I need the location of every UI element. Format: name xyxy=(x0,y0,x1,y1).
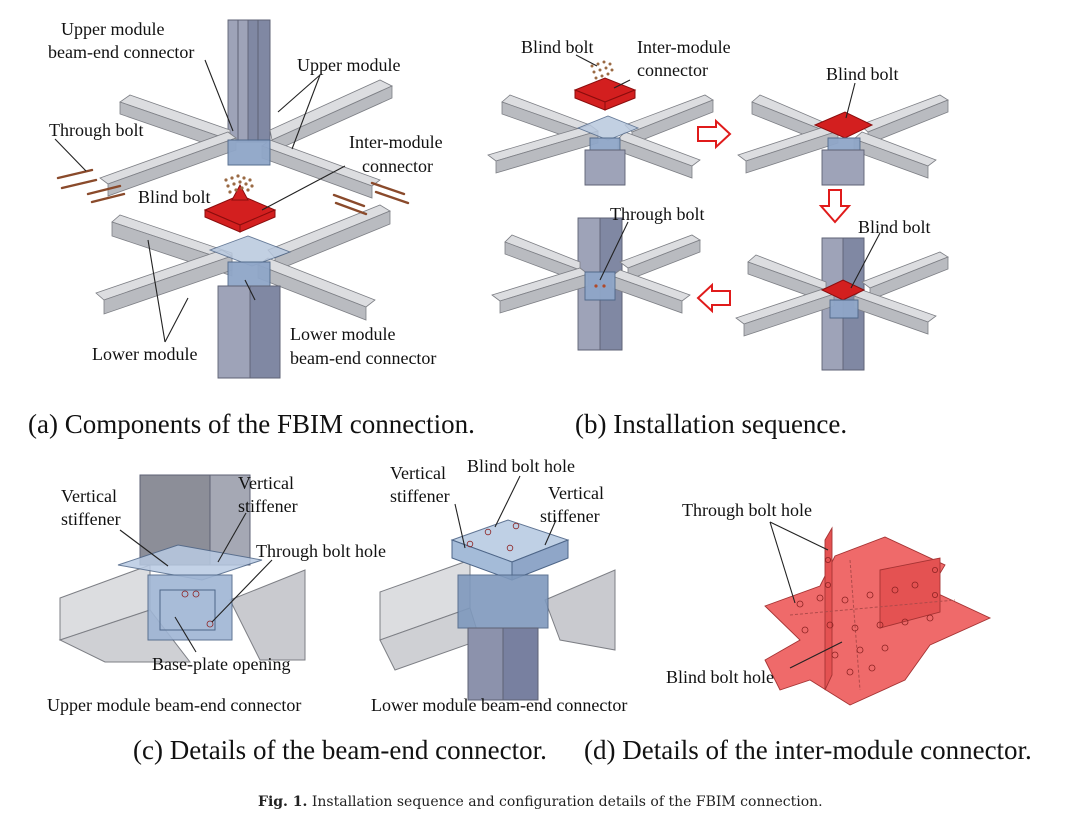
arrow-left xyxy=(696,282,731,314)
leader xyxy=(261,165,346,211)
figure-caption: Fig. 1. Installation sequence and config… xyxy=(258,794,823,810)
label-upper-beam-end-connector-line1: Upper module xyxy=(61,19,164,39)
panel-a-drawing xyxy=(56,19,410,379)
upper-connector-drawing xyxy=(58,474,306,663)
panel-d-title: (d) Details of the inter-module connecto… xyxy=(584,735,1032,765)
lower-connector-drawing xyxy=(379,519,616,701)
label-inter-module-connector-line1: Inter-module xyxy=(637,37,731,57)
label-blind-bolt-3: Blind bolt xyxy=(858,217,931,237)
label-blind-bolt-2: Blind bolt xyxy=(826,64,899,84)
label-through-bolt-hole: Through bolt hole xyxy=(256,541,386,561)
label-base-plate-opening: Base-plate opening xyxy=(152,654,290,674)
label-inter-module-connector-line2: connector xyxy=(362,156,433,176)
label-blind-bolt: Blind bolt xyxy=(138,187,211,207)
label-vertical-stiffener-4-line1: Vertical xyxy=(548,483,604,503)
label-upper-module: Upper module xyxy=(297,55,400,75)
label-vertical-stiffener-4-line2: stiffener xyxy=(540,506,600,526)
leader xyxy=(119,529,169,567)
label-vertical-stiffener-3-line2: stiffener xyxy=(390,486,450,506)
label-inter-module-connector-line1: Inter-module xyxy=(349,132,443,152)
leader xyxy=(211,559,273,623)
leader xyxy=(204,59,234,132)
panel-d: Through bolt hole Blind bolt hole (d) De… xyxy=(584,500,1032,765)
label-blind-bolt-hole: Blind bolt hole xyxy=(666,667,774,687)
panel-a-title: (a) Components of the FBIM connection. xyxy=(28,409,475,439)
leader xyxy=(164,297,189,343)
label-vertical-stiffener-1-line2: stiffener xyxy=(61,509,121,529)
arrow-down xyxy=(818,189,852,224)
step-2-drawing xyxy=(737,94,949,186)
leader xyxy=(769,521,796,604)
step-1-drawing xyxy=(487,60,714,186)
panel-b: Blind bolt Inter-module connector Blind … xyxy=(487,37,949,439)
label-blind-bolt-1: Blind bolt xyxy=(521,37,594,57)
leader xyxy=(54,138,87,172)
panel-c-title: (c) Details of the beam-end connector. xyxy=(133,735,547,765)
label-blind-bolt-hole: Blind bolt hole xyxy=(467,456,575,476)
label-inter-module-connector-line2: connector xyxy=(637,60,708,80)
leader xyxy=(575,54,598,67)
leader xyxy=(769,521,829,551)
leader xyxy=(291,74,321,150)
label-vertical-stiffener-2-line2: stiffener xyxy=(238,496,298,516)
panel-c: Vertical stiffener Vertical stiffener Th… xyxy=(47,456,627,765)
leader xyxy=(613,79,631,89)
label-vertical-stiffener-1-line1: Vertical xyxy=(61,486,117,506)
figure-caption-label: Fig. 1. xyxy=(258,794,307,810)
leader xyxy=(277,74,321,113)
leader xyxy=(217,512,247,563)
leader xyxy=(454,503,466,549)
panel-a: Upper module beam-end connector Upper mo… xyxy=(28,19,475,439)
step-3-drawing xyxy=(491,217,701,351)
leader xyxy=(174,616,197,653)
leader xyxy=(244,279,256,301)
label-lower-beam-end-connector-line1: Lower module xyxy=(290,324,395,344)
leader xyxy=(147,239,166,343)
label-through-bolt: Through bolt xyxy=(49,120,144,140)
panel-b-title: (b) Installation sequence. xyxy=(575,409,847,439)
arrow-right xyxy=(697,118,732,150)
label-vertical-stiffener-3-line1: Vertical xyxy=(390,463,446,483)
label-through-bolt: Through bolt xyxy=(610,204,705,224)
subcaption-upper-connector: Upper module beam-end connector xyxy=(47,695,301,715)
leader xyxy=(850,232,881,289)
leader xyxy=(599,221,629,281)
leader xyxy=(494,475,521,528)
leader xyxy=(789,641,843,669)
inter-module-connector-drawing xyxy=(764,526,992,706)
subcaption-lower-connector: Lower module beam-end connector xyxy=(371,695,627,715)
label-lower-beam-end-connector-line2: beam-end connector xyxy=(290,348,436,368)
label-lower-module: Lower module xyxy=(92,344,197,364)
label-upper-beam-end-connector-line2: beam-end connector xyxy=(48,42,194,62)
leader xyxy=(845,82,856,119)
label-through-bolt-hole: Through bolt hole xyxy=(682,500,812,520)
figure-caption-text: Installation sequence and configuration … xyxy=(307,794,822,810)
step-4-drawing xyxy=(735,237,949,371)
label-vertical-stiffener-2-line1: Vertical xyxy=(238,473,294,493)
leader xyxy=(544,519,557,546)
